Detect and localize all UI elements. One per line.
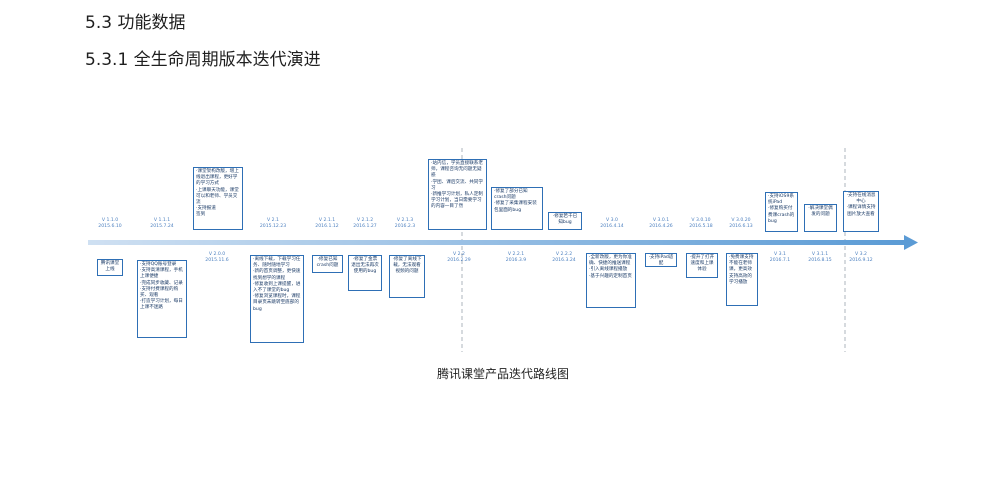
release-date: 2015.12.23: [259, 224, 287, 229]
version-number: V 2.2.1: [507, 252, 525, 257]
release-date: 2016.2.29: [447, 258, 471, 263]
version-number: V 2.0.0: [208, 252, 226, 257]
version-note-text: 腾讯课堂上线: [100, 261, 120, 273]
version-note-text: ·全新改版，更为你准确、快捷的推送课程 ·引入离线课程播放 ·基于兴趣的定制首页: [589, 255, 632, 279]
release-date: 2015.7.24: [150, 224, 174, 229]
release-date: 2016.1.12: [315, 224, 339, 229]
release-date: 2016.3.24: [552, 258, 576, 263]
version-note-text: ·离线下载，下载学习任务、随时随地学习 ·新的首页调整，更快速找到想学的课程 ·…: [253, 257, 301, 312]
version-note-box: ·全新改版，更为你准确、快捷的推送课程 ·引入离线课程播放 ·基于兴趣的定制首页: [586, 253, 636, 308]
version-note-text: ·解决课堂偶发的问题: [808, 206, 833, 218]
release-date: 2016.4.14: [600, 224, 624, 229]
release-date: 2016.9.12: [849, 258, 873, 263]
version-note-text: ·修复若干已知bug: [552, 214, 578, 226]
version-note-text: ·免费课支持不能在老师课，更高效支持高效的学习播放: [729, 255, 754, 285]
version-number: V 3.1.1: [811, 252, 829, 257]
version-note-box: ·支持iOS9系统iPad ·修复购买付费课crash的bug: [765, 192, 798, 232]
release-date: 2016.7.1: [769, 258, 791, 263]
version-note-box: ·修复了部分已知crash问题 ·修复了采集课程安装包里面的bug: [491, 187, 543, 230]
release-date: 2015.6.10: [98, 224, 122, 229]
version-number: V 2.1.3: [396, 218, 414, 223]
timeline-axis: [88, 240, 904, 245]
version-note-text: ·修复了金票退出无法再次使用的bug: [351, 257, 379, 275]
timeline-arrow-icon: [904, 235, 918, 250]
version-note-box: ·免费课支持不能在老师课，更高效支持高效的学习播放: [726, 253, 758, 306]
release-date: 2016.6.13: [729, 224, 753, 229]
version-note-text: ·课堂架构改版，增上线退出课程，更好学的学习方式 ·上课聊天功能，课堂可以和老师…: [196, 169, 239, 218]
version-note-box: ·修复了离线下载，无法观看视频的问题: [389, 255, 425, 298]
version-note-box: ·提升了打开速度和上课体验: [686, 253, 718, 278]
version-note-box: ·解决课堂偶发的问题: [804, 204, 837, 232]
version-note-text: ·支持iPad适配: [648, 255, 674, 267]
version-note-text: ·站内信，学员直接联系老师，课程咨询无问题无疑惑 ·学团、课后交流、共同学习 ·…: [431, 161, 483, 210]
version-note-box: ·课堂架构改版，增上线退出课程，更好学的学习方式 ·上课聊天功能，课堂可以和老师…: [193, 167, 243, 230]
version-number: V 3.0.1: [652, 218, 670, 223]
version-number: V 3.1: [774, 252, 786, 257]
version-note-box: ·支持在线消息中心 ·课程详情支持图片放大查看: [843, 191, 879, 232]
version-number: V 2.1: [267, 218, 279, 223]
release-date: 2016.1.27: [353, 224, 377, 229]
version-note-box: ·支持iPad适配: [645, 253, 677, 267]
section-title: 5.3 功能数据: [85, 13, 186, 33]
version-note-box: ·修复若干已知bug: [548, 212, 582, 230]
release-date: 2016.8.15: [808, 258, 832, 263]
version-note-box: ·支持QQ账号登录 ·支持高清课程，手机上课便捷 ·完成同步收藏、记录 ·支持付…: [137, 260, 187, 338]
version-number: V 3.0.10: [691, 218, 711, 223]
version-note-box: ·离线下载，下载学习任务、随时随地学习 ·新的首页调整，更快速找到想学的课程 ·…: [250, 255, 304, 343]
version-note-text: ·支持在线消息中心 ·课程详情支持图片放大查看: [846, 193, 876, 217]
version-note-box: 腾讯课堂上线: [97, 259, 123, 276]
version-number: V 3.2: [855, 252, 867, 257]
version-number: V 2.1.2: [356, 218, 374, 223]
version-note-box: ·修复已知crash问题: [312, 255, 343, 273]
version-note-text: ·修复已知crash问题: [316, 257, 339, 269]
version-number: V 2.1.1: [318, 218, 336, 223]
version-note-text: ·修复了离线下载，无法观看视频的问题: [392, 257, 422, 275]
version-number: V 1.1.0: [101, 218, 119, 223]
version-number: V 3.0: [606, 218, 618, 223]
release-date: 2016.2.3: [394, 224, 416, 229]
version-note-text: ·提升了打开速度和上课体验: [689, 255, 715, 273]
version-number: V 2.2: [453, 252, 465, 257]
subsection-title: 5.3.1 全生命周期版本迭代演进: [85, 50, 321, 70]
version-number: V 3.0.20: [731, 218, 751, 223]
release-date: 2016.3.9: [505, 258, 527, 263]
version-number: V 2.2.2: [555, 252, 573, 257]
version-number: V 1.1.1: [153, 218, 171, 223]
release-date: 2016.5.18: [689, 224, 713, 229]
version-note-text: ·支持QQ账号登录 ·支持高清课程，手机上课便捷 ·完成同步收藏、记录 ·支持付…: [140, 262, 183, 311]
version-note-text: ·支持iOS9系统iPad ·修复购买付费课crash的bug: [768, 194, 795, 224]
release-date: 2016.4.26: [649, 224, 673, 229]
version-note-box: ·修复了金票退出无法再次使用的bug: [348, 255, 382, 291]
release-date: 2015.11.6: [205, 258, 229, 263]
version-note-box: ·站内信，学员直接联系老师，课程咨询无问题无疑惑 ·学团、课后交流、共同学习 ·…: [428, 159, 487, 230]
diagram-caption: 腾讯课堂产品迭代路线图: [436, 367, 569, 381]
version-note-text: ·修复了部分已知crash问题 ·修复了采集课程安装包里面的bug: [494, 189, 537, 213]
